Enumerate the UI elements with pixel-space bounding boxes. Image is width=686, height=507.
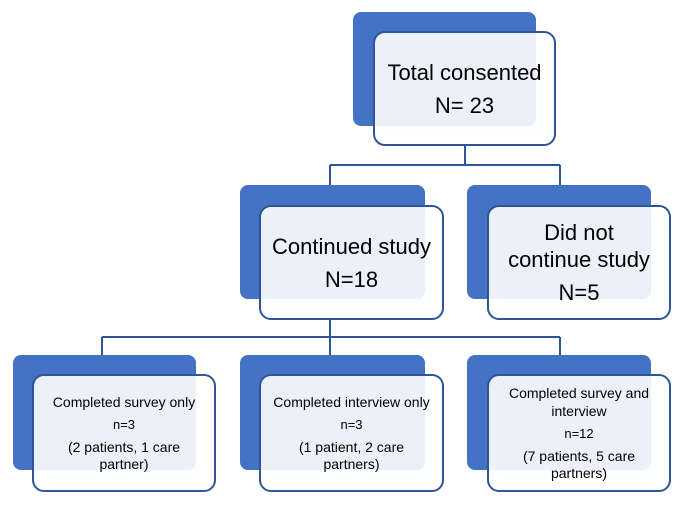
node-box: Completed survey and interview n=12 (7 p… <box>487 374 671 492</box>
node-title: Continued study <box>272 233 431 259</box>
node-title: Did not continue study <box>508 220 650 272</box>
node-count: N= 23 <box>434 92 495 118</box>
node-count: N=5 <box>558 280 600 305</box>
node-detail: (1 patient, 2 care partners) <box>298 439 405 472</box>
node-title: Completed interview only <box>273 394 430 410</box>
node-count: n=3 <box>340 417 363 432</box>
node-count: n=12 <box>564 426 594 441</box>
node-highlight <box>383 41 546 136</box>
node-detail: (2 patients, 1 care partner) <box>67 439 181 472</box>
node-title: Total consented <box>387 59 542 85</box>
node-title: Completed survey only <box>52 394 196 410</box>
node-count: n=3 <box>112 417 136 432</box>
node-box: Total consented N= 23 <box>373 31 556 146</box>
node-box: Completed interview only n=3 (1 patient,… <box>259 374 444 492</box>
node-title: Completed survey and interview <box>508 385 650 419</box>
node-highlight <box>269 215 434 310</box>
node-detail: (7 patients, 5 care partners) <box>522 448 636 481</box>
node-box: Completed survey only n=3 (2 patients, 1… <box>32 374 216 492</box>
node-box: Continued study N=18 <box>259 205 444 320</box>
node-box: Did not continue study N=5 <box>487 205 671 320</box>
node-count: N=18 <box>324 266 379 292</box>
